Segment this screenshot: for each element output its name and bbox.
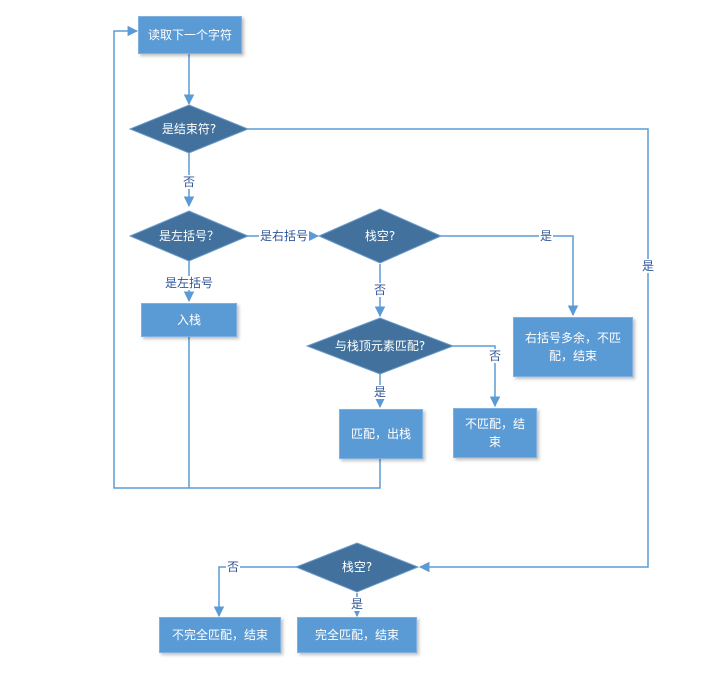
edge-match-no	[452, 345, 501, 408]
terminal-no-match: 不匹配，结束	[453, 408, 537, 458]
decision-stack-empty2-label: 栈空?	[341, 560, 373, 574]
edge-pop-loop	[113, 25, 381, 489]
terminal-extra-right: 右括号多余，不匹配，结束	[513, 317, 633, 377]
terminal-partial-match: 不完全匹配，结束	[159, 617, 281, 653]
decision-stack-empty2-shape	[294, 542, 420, 593]
process-match-pop: 匹配，出栈	[339, 409, 423, 459]
process-push-label: 入栈	[176, 313, 201, 327]
decision-match-top-label: 与栈顶元素匹配?	[334, 339, 426, 353]
edge-label-is-end-yes: 是	[640, 259, 656, 273]
terminal-no-match-label: 不匹配，结束	[464, 417, 525, 449]
edge-label-stack-empty-no: 否	[372, 283, 388, 297]
decision-stack-empty-shape	[317, 208, 443, 264]
decision-is-left-shape	[128, 210, 250, 262]
decision-is-end-label: 是结束符?	[161, 122, 217, 136]
process-read-next: 读取下一个字符	[138, 16, 242, 54]
edge-label-is-right: 是右括号	[258, 229, 310, 243]
process-push: 入栈	[141, 303, 237, 337]
terminal-full-match: 完全匹配，结束	[297, 617, 417, 653]
edge-label-is-end-no: 否	[181, 175, 197, 189]
edge-stack-empty2-no	[213, 566, 298, 618]
terminal-partial-match-label: 不完全匹配，结束	[171, 628, 268, 642]
process-match-pop-label: 匹配，出栈	[350, 427, 411, 441]
edge-label-stack-empty-yes: 是	[538, 229, 554, 243]
edge-label-stack-empty2-no: 否	[225, 560, 241, 574]
edge-label-match-no: 否	[487, 349, 503, 363]
terminal-extra-right-label: 右括号多余，不匹配，结束	[524, 331, 621, 363]
edge-stack-empty-yes	[440, 235, 579, 317]
decision-is-left-label: 是左括号？	[158, 229, 220, 243]
decision-is-end-shape	[128, 104, 250, 154]
terminal-full-match-label: 完全匹配，结束	[314, 628, 399, 642]
decision-match-top-shape	[305, 317, 455, 375]
process-read-next-label: 读取下一个字符	[147, 28, 232, 42]
edge-label-stack-empty2-yes: 是	[349, 597, 365, 611]
decision-stack-empty-label: 栈空?	[364, 229, 396, 243]
edge-is-end-yes	[247, 128, 649, 573]
edge-label-is-left-yes: 是左括号	[163, 276, 215, 290]
edge-label-match-yes: 是	[372, 385, 388, 399]
